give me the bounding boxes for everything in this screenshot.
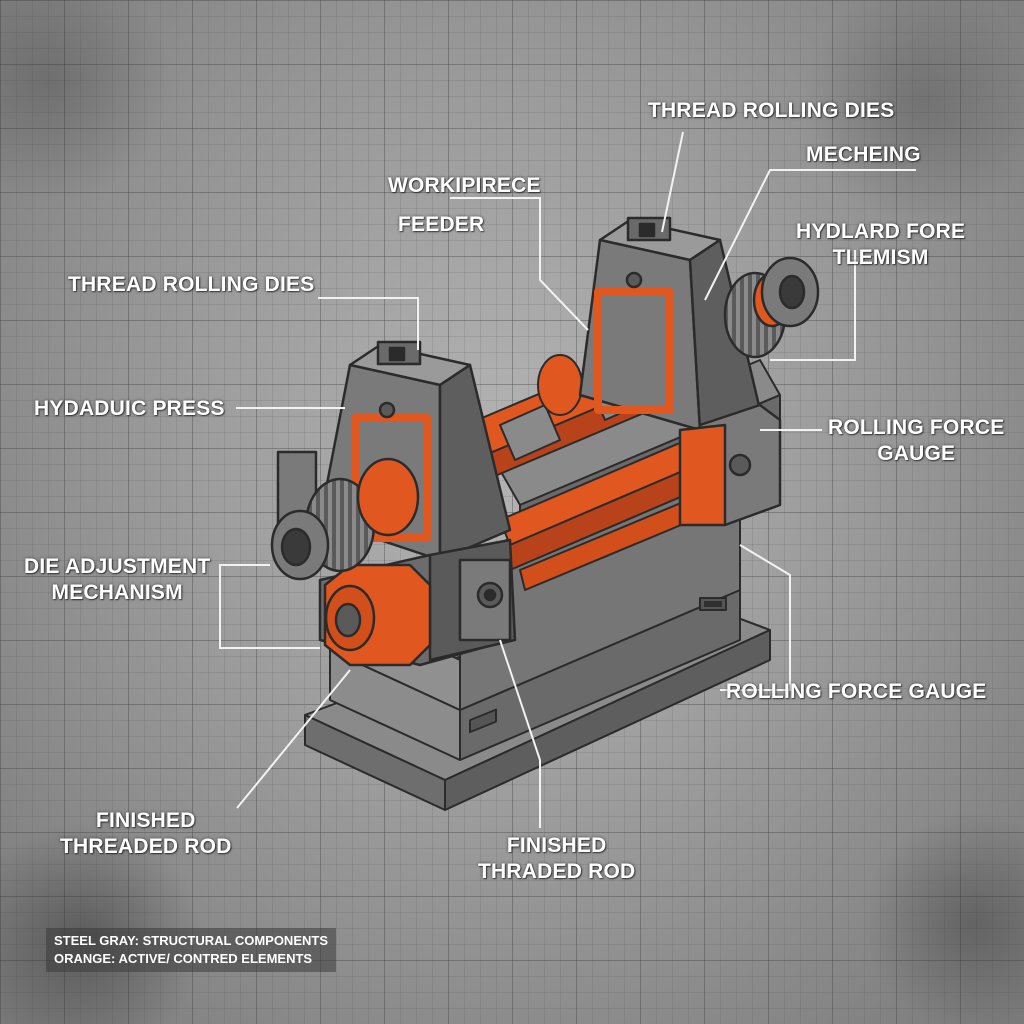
label-thread-rolling-dies-top: THREAD ROLLING DIES [648,99,895,122]
label-rolling-force-gauge-lower: ROLLING FORCE GAUGE [726,680,987,703]
color-legend: STEEL GRAY: STRUCTURAL COMPONENTS ORANGE… [46,928,336,972]
lower-motor [323,563,432,667]
right-tower [578,216,762,432]
legend-structural: STEEL GRAY: STRUCTURAL COMPONENTS [54,933,328,948]
leader-lines [219,131,916,828]
label-hydaduic-press: HYDADUIC PRESS [34,397,225,420]
legend-active: ORANGE: ACTIVE/ CONTRED ELEMENTS [54,951,313,966]
gauge-block [678,403,782,527]
label-mecheing: MECHEING [806,143,921,166]
right-gear-spindle [723,256,820,359]
label-thread-rolling-dies-left: THREAD ROLLING DIES [68,273,315,296]
label-feeder: FEEDER [398,213,485,236]
label-workipirece: WORKIPIRECE [388,174,541,197]
left-gear-spindle [270,450,420,581]
